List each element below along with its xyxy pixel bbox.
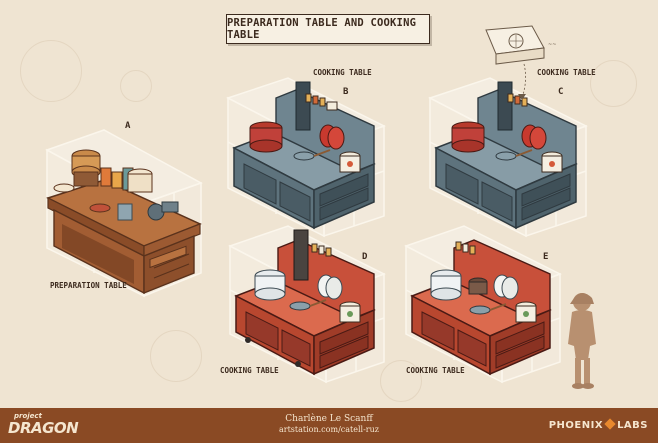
variant-b-illustration bbox=[226, 76, 388, 238]
variant-b-label: COOKING TABLE bbox=[313, 68, 372, 77]
variant-e-illustration bbox=[404, 224, 564, 384]
logo-small-text: project bbox=[14, 412, 42, 420]
artist-url: artstation.com/catell-ruz bbox=[279, 425, 379, 434]
variant-a-illustration bbox=[44, 128, 204, 298]
svg-text:~~: ~~ bbox=[548, 42, 556, 48]
shelf-sketch: ~~ bbox=[484, 24, 572, 102]
background-swirl bbox=[120, 70, 152, 102]
variant-d-letter: D bbox=[362, 252, 368, 262]
background-swirl bbox=[590, 60, 637, 107]
background-swirl bbox=[20, 40, 82, 102]
variant-a-letter: A bbox=[125, 121, 131, 131]
footer-bar bbox=[0, 408, 658, 443]
page-title: PREPARATION TABLE AND COOKING TABLE bbox=[227, 17, 417, 41]
variant-b-letter: B bbox=[343, 87, 349, 97]
variant-a-label: PREPARATION TABLE bbox=[50, 281, 127, 290]
studio-name-right: LABS bbox=[617, 420, 648, 431]
variant-c-illustration bbox=[428, 76, 590, 238]
variant-c-letter: C bbox=[558, 87, 564, 97]
studio-name-left: PHOENIX bbox=[548, 420, 604, 431]
background-swirl bbox=[150, 330, 202, 382]
variant-d-illustration bbox=[228, 224, 388, 384]
variant-d-label: COOKING TABLE bbox=[220, 366, 279, 375]
phoenix-labs-logo: PHOENIX LABS bbox=[548, 418, 648, 431]
variant-c-label: COOKING TABLE bbox=[537, 68, 596, 77]
artist-credit: Charlène Le Scanff bbox=[285, 414, 373, 424]
background-swirl bbox=[380, 360, 422, 402]
phoenix-diamond-icon bbox=[604, 418, 616, 430]
project-dragon-logo: project DRAGON bbox=[8, 412, 79, 440]
variant-e-letter: E bbox=[543, 252, 549, 262]
title-box: PREPARATION TABLE AND COOKING TABLE bbox=[226, 14, 430, 44]
variant-e-label: COOKING TABLE bbox=[406, 366, 465, 375]
character-silhouette bbox=[560, 290, 604, 390]
logo-big-text: DRAGON bbox=[8, 419, 79, 437]
